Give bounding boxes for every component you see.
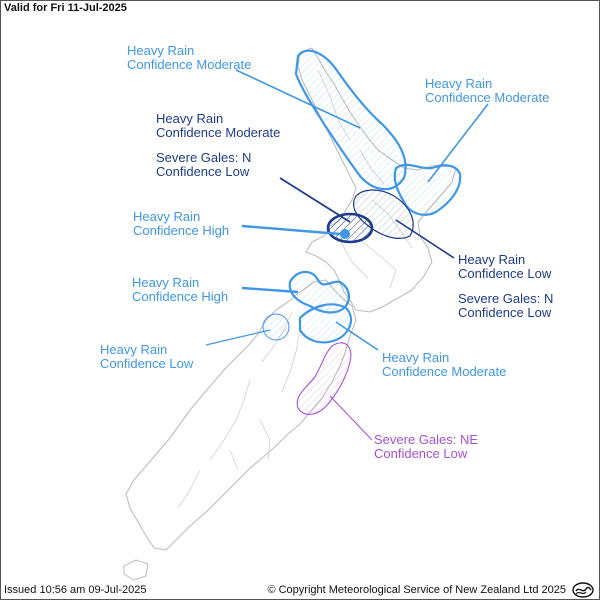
taupo-heavy-rain-dot (340, 229, 350, 239)
copyright-notice: © Copyright Meteorological Service of Ne… (267, 584, 566, 596)
taupo-heavy-rain-area (326, 212, 374, 244)
leader-coromandel-rain (427, 103, 489, 183)
canterbury-severe-gales-area (296, 342, 352, 415)
nelson-heavy-rain-area (288, 270, 350, 314)
leader-westcoast-rain (205, 329, 271, 346)
valid-date: Valid for Fri 11-Jul-2025 (4, 2, 127, 14)
leader-waikato-gales (279, 177, 351, 223)
leader-bop-gales (395, 219, 455, 259)
leader-nelson-rain (241, 286, 299, 294)
issued-time: Issued 10:56 am 09-Jul-2025 (4, 584, 147, 596)
northland-heavy-rain-area (294, 49, 407, 191)
metservice-logo-icon[interactable] (572, 582, 594, 598)
marlborough-heavy-rain-area (298, 303, 353, 344)
leader-northland-rain (235, 69, 361, 129)
south-island-coastline (125, 279, 357, 551)
leader-marlborough-rain (335, 321, 379, 351)
leader-canterbury-gales (329, 395, 373, 441)
westcoast-heavy-rain-area (262, 313, 290, 341)
stewart-island-coastline (123, 559, 149, 581)
leader-taupo-rain (241, 224, 341, 236)
coromandel-heavy-rain-area (393, 163, 462, 216)
